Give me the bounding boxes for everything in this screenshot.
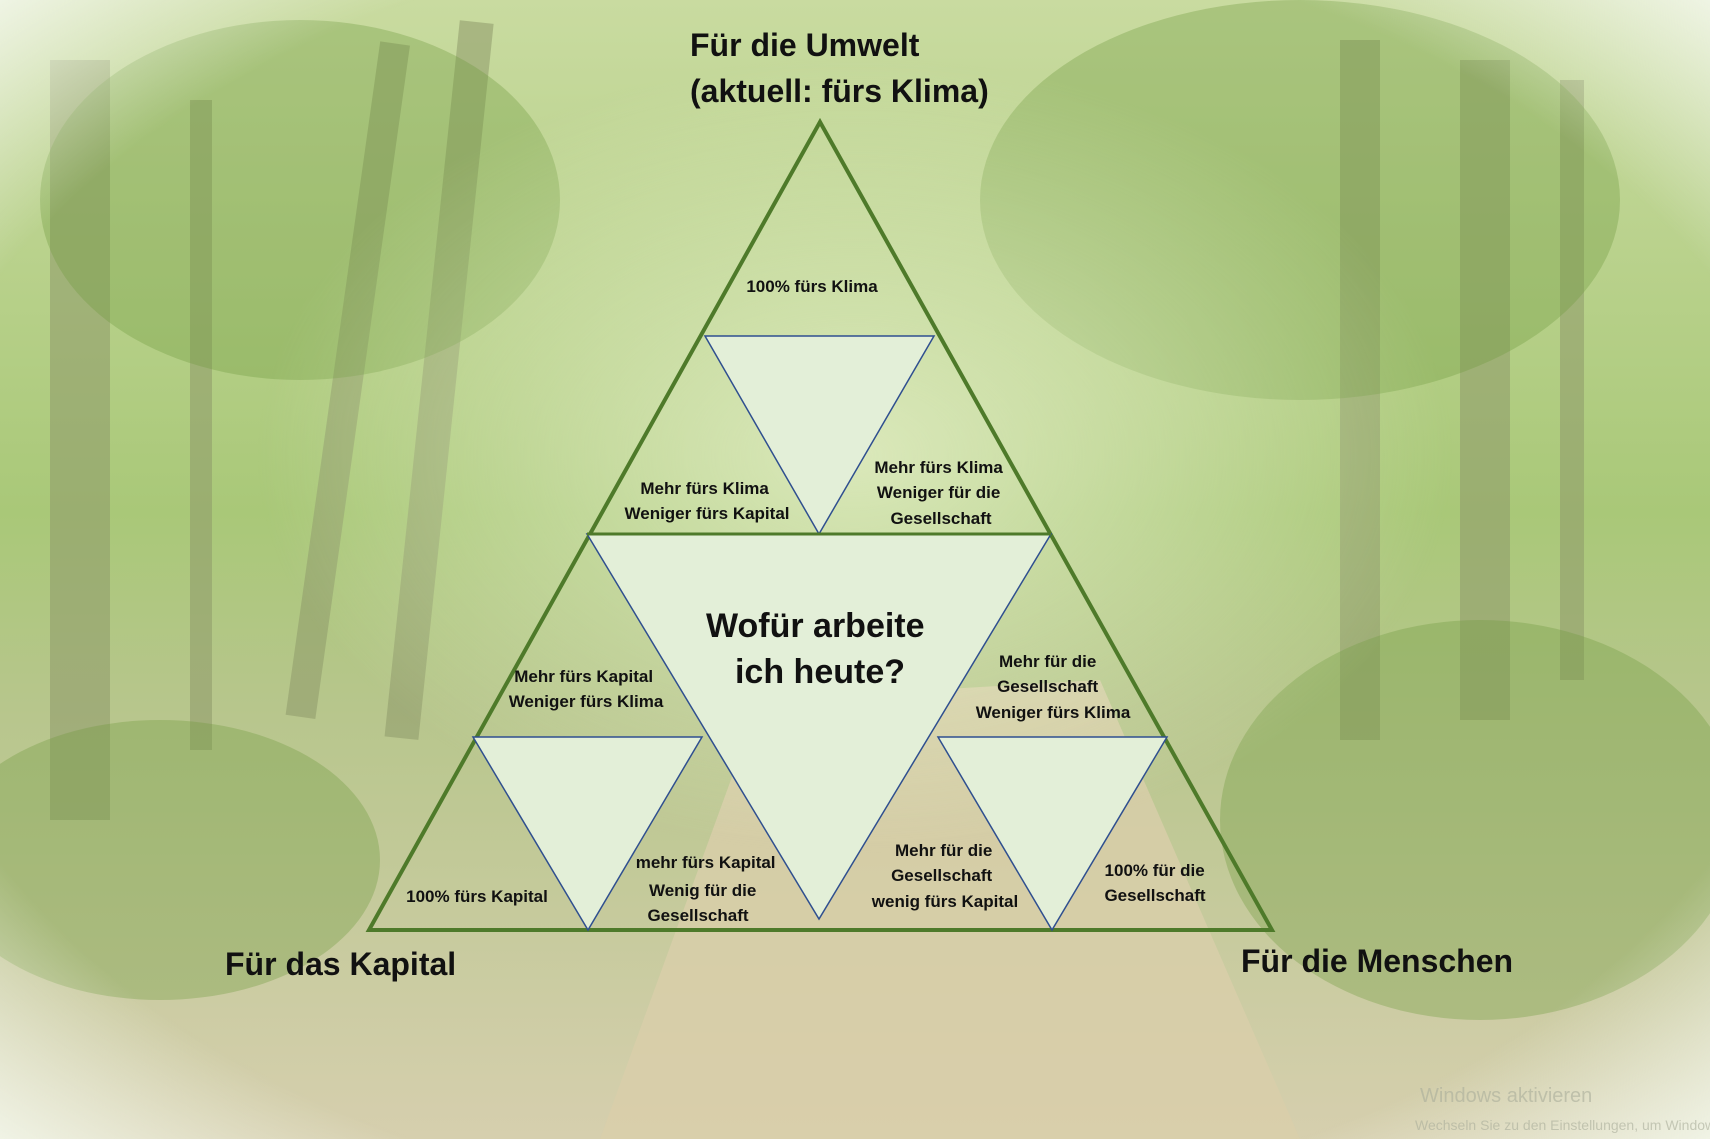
corner-label-top-sub: (aktuell: fürs Klima): [690, 73, 989, 109]
label-left-100: 100% fürs Kapital: [406, 887, 548, 906]
label-klima-kapital: Mehr fürs Klima Weniger fürs Kapital: [625, 479, 790, 523]
label-right-100: 100% für die Gesellschaft: [1104, 861, 1209, 905]
windows-activation-watermark: Windows aktivieren Wechseln Sie zu den E…: [1415, 1085, 1710, 1133]
center-question: Wofür arbeite ich heute?: [706, 607, 934, 691]
outer-triangle: [365, 117, 1276, 932]
inner-triangle-left: [471, 736, 704, 932]
label-klima-gesellschaft: Mehr fürs Klima Weniger für die Gesellsc…: [874, 458, 1007, 528]
inner-triangle-right: [936, 736, 1169, 932]
label-gesellschaft-klima: Mehr für die Gesellschaft Weniger fürs K…: [976, 652, 1131, 722]
inner-triangle-top: [703, 335, 936, 536]
label-kapital-gesellschaft: mehr fürs Kapital Wenig für die Gesellsc…: [636, 853, 781, 925]
corner-label-top: Für die Umwelt: [690, 27, 920, 63]
corner-label-right: Für die Menschen: [1241, 943, 1513, 979]
label-top-100: 100% fürs Klima: [746, 277, 878, 296]
label-gesellschaft-kapital: Mehr für die Gesellschaft wenig fürs Kap…: [871, 841, 1018, 911]
corner-label-left: Für das Kapital: [225, 946, 456, 982]
label-kapital-klima: Mehr fürs Kapital Weniger fürs Klima: [509, 667, 664, 711]
